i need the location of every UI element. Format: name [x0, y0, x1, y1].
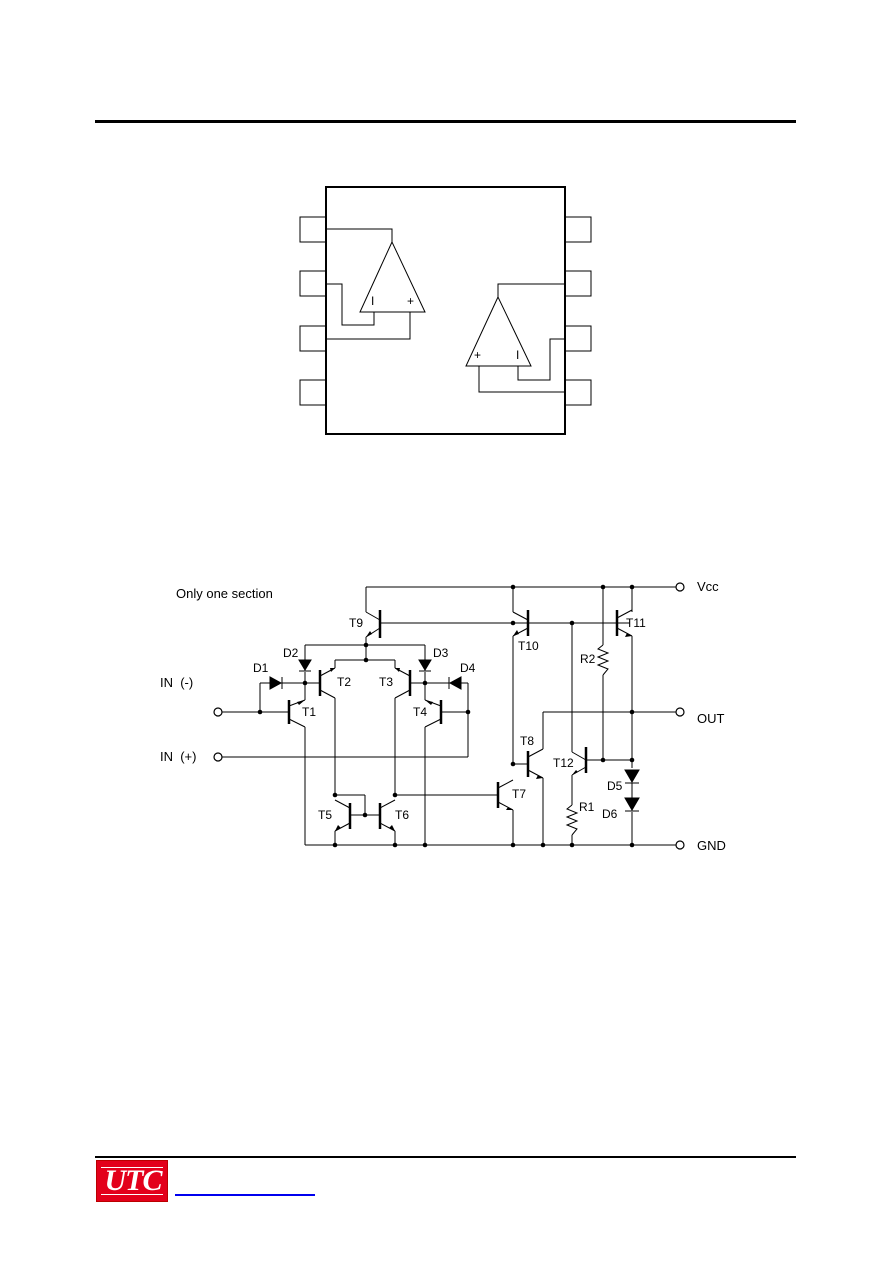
footer-rule: [95, 1156, 796, 1158]
opamp-b-symbol: [465, 295, 532, 367]
pin-4: [299, 379, 327, 406]
pin-2: [299, 270, 327, 297]
vcc-terminal: [675, 582, 685, 592]
d2-diode: [298, 659, 312, 671]
t2-label: T2: [337, 675, 351, 689]
t5-label: T5: [318, 808, 332, 822]
t6-label: T6: [395, 808, 409, 822]
pin-6: [564, 325, 592, 352]
schematic-wires: [222, 586, 676, 846]
d3-label: D3: [433, 646, 449, 660]
pin-7: [564, 270, 592, 297]
t1-label: T1: [302, 705, 316, 719]
out-label: OUT: [697, 711, 725, 726]
utc-logo-text: UTC: [104, 1164, 163, 1197]
gnd-label: GND: [697, 838, 726, 853]
in-plus-terminal: [213, 752, 223, 762]
t8-label: T8: [520, 734, 534, 748]
r2-label: R2: [580, 652, 596, 666]
website-link[interactable]: [175, 1194, 315, 1196]
d6-diode: [624, 797, 640, 811]
r2-resistor: [596, 644, 610, 676]
package-body: [325, 186, 566, 435]
d6-label: D6: [602, 807, 618, 821]
opamp-a-symbol: [359, 240, 426, 313]
opamp-b-minus-label: I: [516, 348, 519, 362]
out-terminal: [675, 707, 685, 717]
d5-diode: [624, 769, 640, 783]
t4-label: T4: [413, 705, 427, 719]
in-minus-label: IN (-): [160, 675, 193, 690]
pin-8: [564, 216, 592, 243]
utc-logo: UTC: [96, 1160, 168, 1202]
header-rule: [95, 120, 796, 123]
t9-label: T9: [349, 616, 363, 630]
vcc-label: Vcc: [697, 579, 719, 594]
pin-1: [299, 216, 327, 243]
schematic-caption: Only one section: [176, 586, 273, 601]
d1-diode: [269, 676, 283, 690]
d1-label: D1: [253, 661, 269, 675]
pin-3: [299, 325, 327, 352]
r1-resistor: [565, 804, 579, 836]
t11-label: T11: [626, 616, 646, 630]
t10-label: T10: [518, 639, 539, 653]
d5-label: D5: [607, 779, 623, 793]
opamp-a-plus-label: +: [407, 294, 414, 308]
r1-label: R1: [579, 800, 595, 814]
t7-label: T7: [512, 787, 526, 801]
d2-label: D2: [283, 646, 299, 660]
junction-dots: [257, 584, 635, 848]
t12-label: T12: [553, 756, 574, 770]
d3-diode: [418, 659, 432, 671]
t3-label: T3: [379, 675, 393, 689]
in-plus-label: IN (+): [160, 749, 196, 764]
d4-label: D4: [460, 661, 476, 675]
gnd-terminal: [675, 840, 685, 850]
d4-diode: [448, 676, 462, 690]
opamp-b-plus-label: +: [474, 348, 481, 362]
pin-5: [564, 379, 592, 406]
in-minus-terminal: [213, 707, 223, 717]
opamp-a-minus-label: I: [371, 294, 374, 308]
